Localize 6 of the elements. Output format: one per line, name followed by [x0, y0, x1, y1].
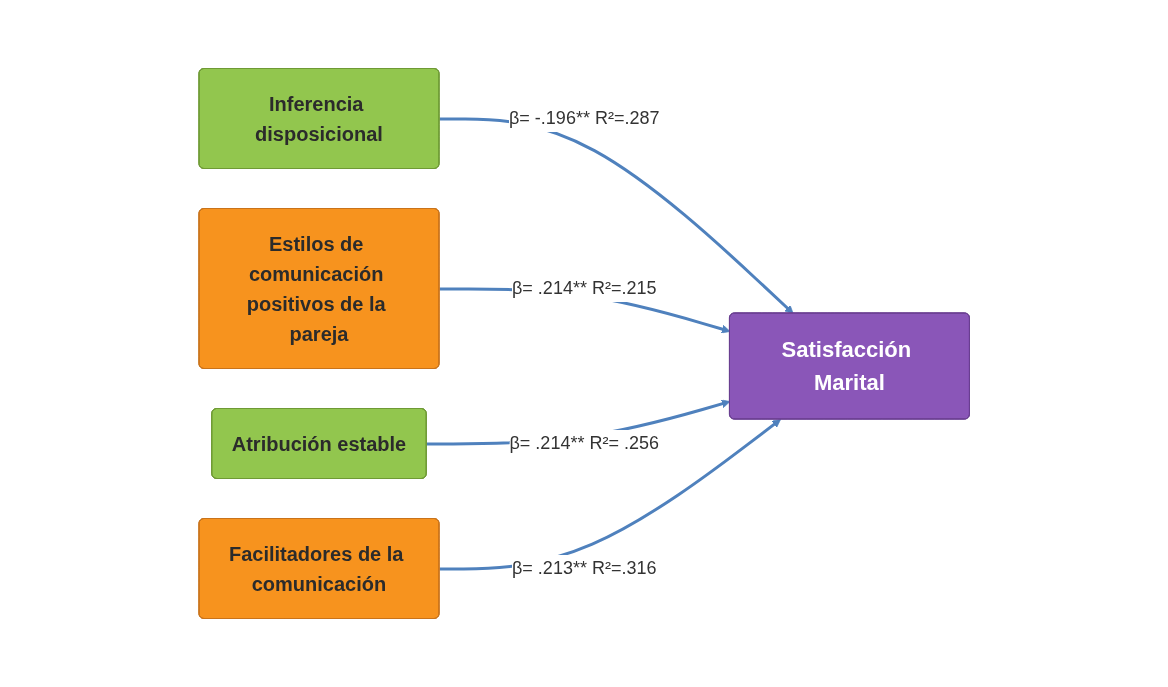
- edge-label: β= .214** R²=.215: [511, 278, 657, 298]
- arrow: [439, 117, 794, 314]
- edge-label: β= .213** R²=.316: [511, 558, 657, 578]
- arrow: [439, 419, 781, 571]
- edge-label: β= .214** R²= .256: [509, 433, 659, 453]
- edge-label: β= -.196** R²=.287: [508, 108, 660, 128]
